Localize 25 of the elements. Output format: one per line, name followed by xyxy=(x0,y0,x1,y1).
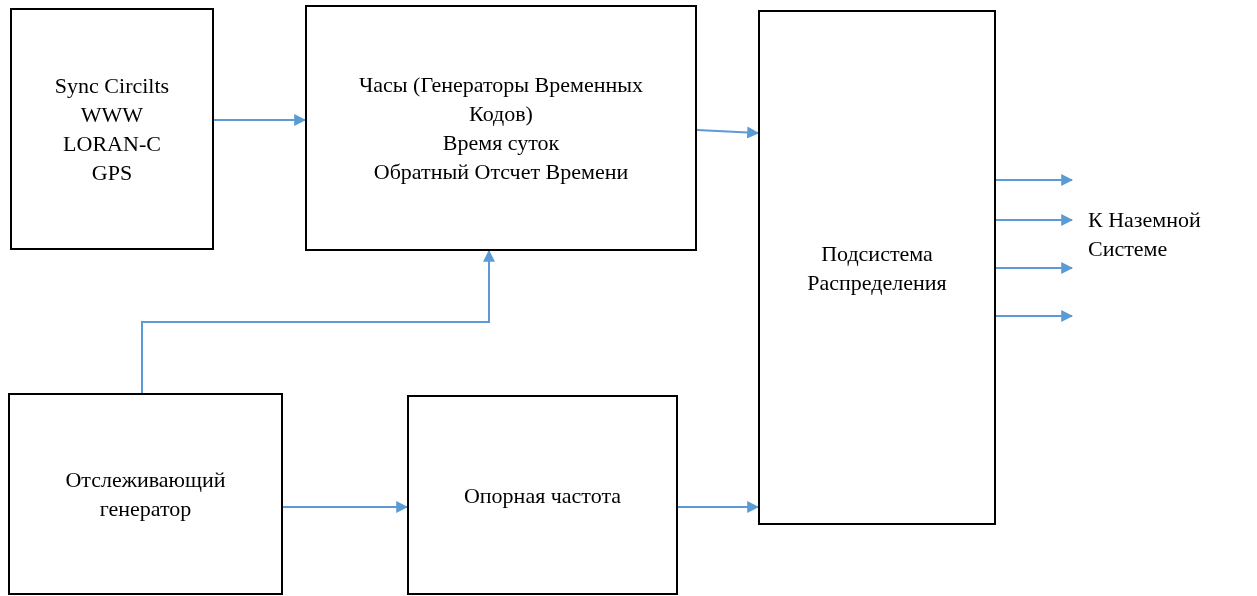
box-text: Опорная частота xyxy=(463,481,622,510)
arrow xyxy=(677,501,760,513)
box-text: LORAN-C xyxy=(63,130,161,158)
arrow xyxy=(995,262,1074,274)
box-text: Отслеживающий генератор xyxy=(64,466,227,523)
box-text: WWW xyxy=(80,101,144,129)
arrow xyxy=(213,114,307,126)
box-text: Sync Circilts xyxy=(54,72,170,100)
process-box xyxy=(407,395,678,595)
arrow xyxy=(995,214,1074,226)
arrow xyxy=(141,249,495,394)
arrow xyxy=(995,310,1074,322)
process-box xyxy=(305,5,697,251)
box-text: Подсистема Распределения xyxy=(806,239,948,297)
arrow xyxy=(282,501,409,513)
process-box xyxy=(10,8,214,250)
arrow xyxy=(696,126,760,139)
box-text: Время суток xyxy=(442,129,560,157)
output-label: К Наземной Системе xyxy=(1088,206,1202,263)
process-box xyxy=(8,393,283,595)
box-text: GPS xyxy=(91,159,133,187)
box-text: Часы (Генераторы Временных Кодов) xyxy=(357,71,644,128)
arrow xyxy=(995,174,1074,186)
box-text: Обратный Отсчет Времени xyxy=(373,158,629,186)
process-box xyxy=(758,10,996,525)
